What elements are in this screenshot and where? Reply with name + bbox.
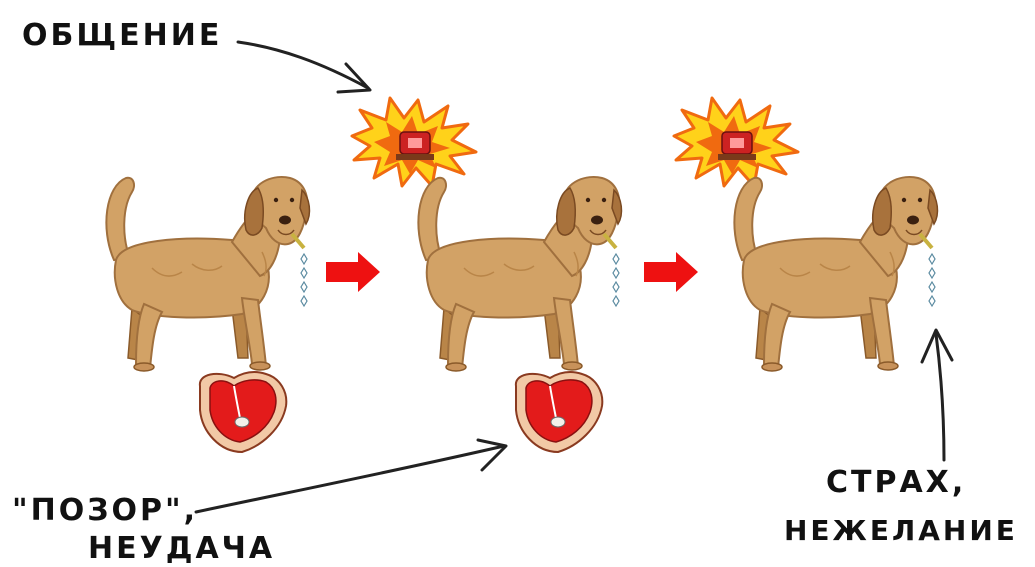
hand-drawn-arrow-icon [936,334,944,460]
red-arrow-icon [644,252,698,292]
label-communication: ОБЩЕНИЕ [22,18,222,53]
label-unwillingness: НЕЖЕЛАНИЕ [784,514,1018,547]
dog-icon [734,177,937,371]
dog-icon [418,177,621,371]
arrowhead-icon [478,440,506,470]
red-arrow-icon [326,252,380,292]
label-shame: "ПОЗОР", [12,493,198,528]
meat-icon [200,372,286,452]
hand-drawn-arrow-icon [196,446,504,512]
label-failure: НЕУДАЧА [88,531,275,566]
siren-flash-icon [352,98,476,186]
dog-icon [106,177,309,371]
siren-flash-icon [674,98,798,186]
label-fear: СТРАХ, [826,465,966,500]
meat-icon [516,372,602,452]
